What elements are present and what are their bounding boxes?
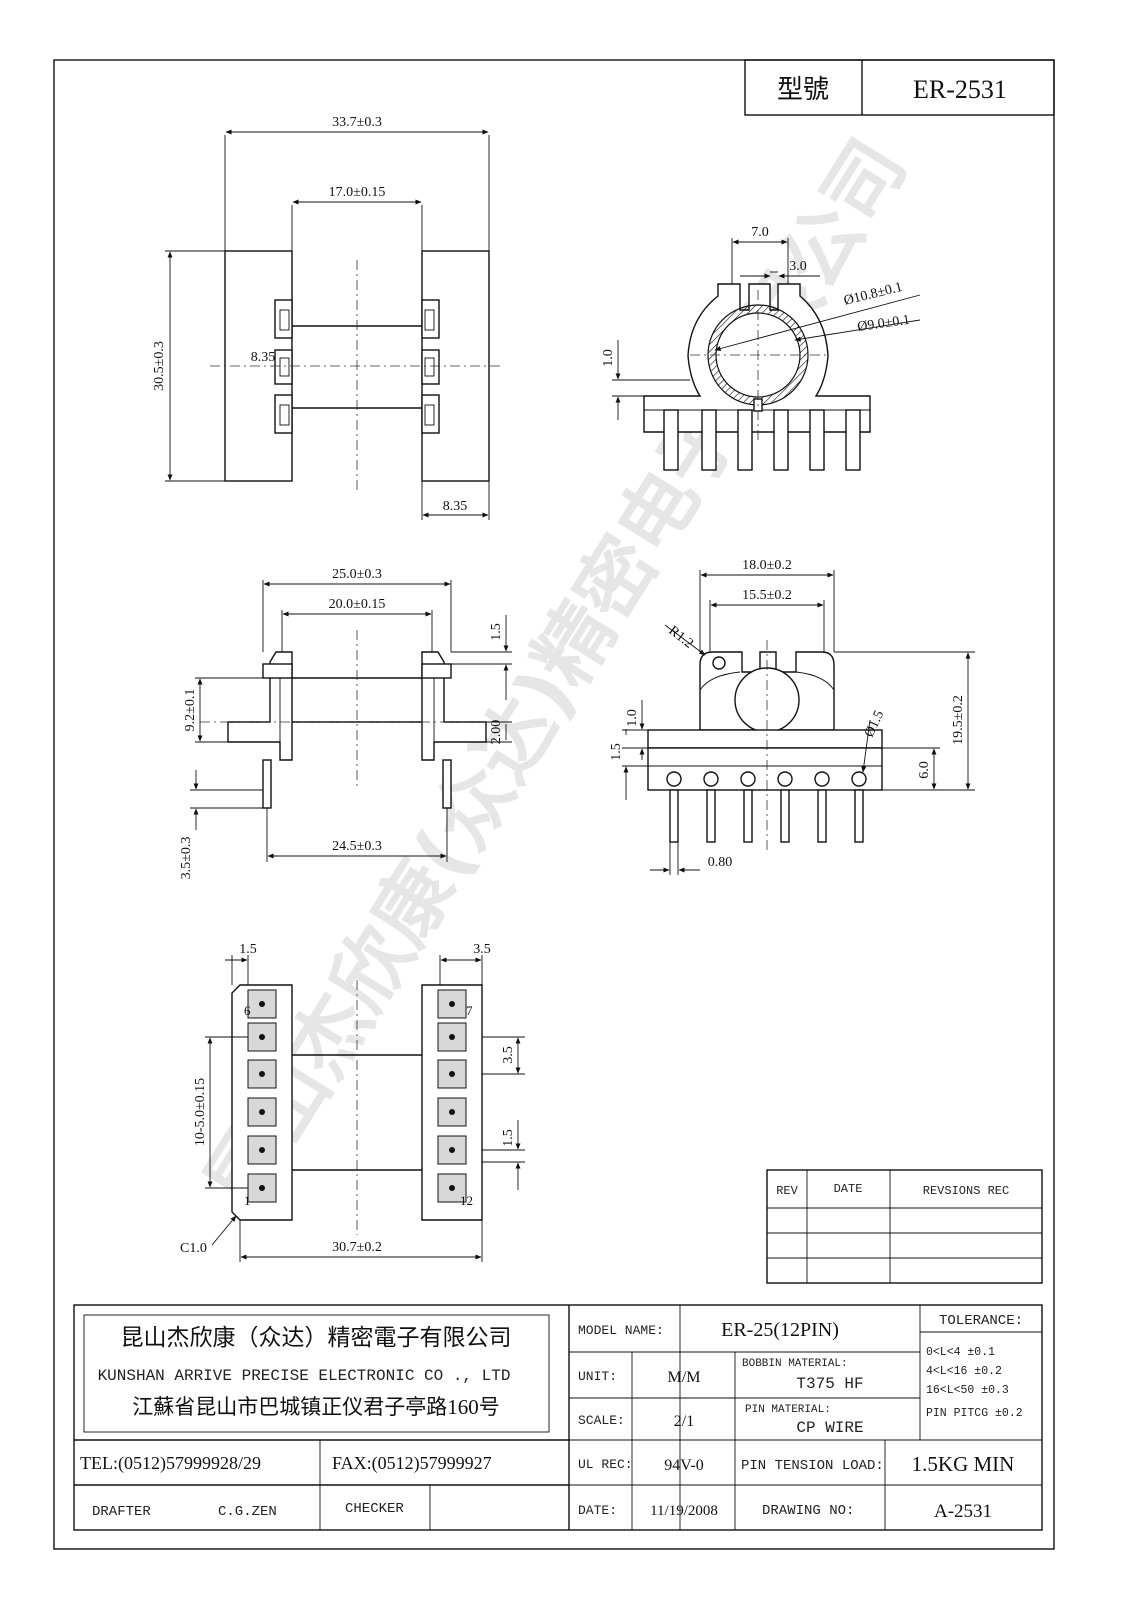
dim-top-width: 33.7±0.3 — [332, 115, 382, 130]
checker-label: CHECKER — [345, 1501, 404, 1517]
bobbin-material-label: BOBBIN MATERIAL: — [742, 1358, 848, 1370]
pin-7-label: 7 — [466, 1003, 473, 1018]
model-label: 型號 — [777, 75, 829, 104]
dim-side-step2: 1.5 — [609, 743, 624, 761]
company-tel: TEL:(0512)57999928/29 — [80, 1453, 261, 1474]
date-header: DATE — [834, 1182, 863, 1196]
unit-label: UNIT: — [578, 1369, 617, 1384]
scale-label: SCALE: — [578, 1413, 625, 1428]
bobbin-material-value: T375 HF — [796, 1375, 863, 1393]
dim-front-pin-len: 3.5±0.3 — [179, 837, 194, 880]
pin-tension-label: PIN TENSION LOAD: — [741, 1458, 884, 1474]
dim-top-left-flange: 8.35 — [251, 350, 276, 365]
ul-rec-value: 94V-0 — [664, 1457, 703, 1474]
dim-front-window: 20.0±0.15 — [329, 597, 386, 612]
front-view: 25.0±0.3 20.0±0.15 1.5 2.00 9.2±0.1 3.5±… — [179, 567, 512, 879]
dim-top-right-flange: 8.35 — [443, 499, 468, 514]
dim-bottom-right: 3.5 — [473, 942, 491, 957]
dim-front-top: 1.5 — [489, 623, 504, 641]
dim-bottom-span: 10-5.0±0.15 — [193, 1078, 208, 1146]
dim-top-height: 30.5±0.3 — [152, 341, 167, 391]
pin-tension-value: 1.5KG MIN — [912, 1452, 1015, 1476]
dim-side-inner: 15.5±0.2 — [742, 588, 792, 603]
drafter-name: C.G.ZEN — [218, 1504, 277, 1520]
pin-material-label: PIN MATERIAL: — [745, 1404, 831, 1416]
company-name-cn: 昆山杰欣康（众达）精密電子有限公司 — [121, 1325, 512, 1350]
dim-end-slot: 7.0 — [751, 225, 769, 240]
tolerance-title: TOLERANCE: — [939, 1313, 1023, 1329]
pin-material-value: CP WIRE — [796, 1419, 863, 1437]
title-block: 昆山杰欣康（众达）精密電子有限公司 KUNSHAN ARRIVE PRECISE… — [73, 1304, 1043, 1531]
dim-side-width: 18.0±0.2 — [742, 558, 792, 573]
dim-side-step1: 1.0 — [625, 709, 640, 727]
drafter-label: DRAFTER — [92, 1504, 151, 1520]
tolerance-row-3: 16<L<50 ±0.3 — [926, 1384, 1009, 1397]
dim-side-pin-thk: 0.80 — [708, 855, 733, 870]
dim-front-height: 9.2±0.1 — [183, 689, 198, 732]
dim-front-mid: 2.00 — [489, 720, 504, 745]
company-fax: FAX:(0512)57999927 — [332, 1453, 492, 1474]
top-view: 33.7±0.3 17.0±0.15 30.5±0.3 8.35 8.35 — [152, 115, 500, 520]
company-name-en: KUNSHAN ARRIVE PRECISE ELECTRONIC CO ., … — [98, 1367, 511, 1385]
drawing-no-label: DRAWING NO: — [762, 1503, 854, 1519]
model-header: 型號 ER-2531 — [744, 59, 1055, 116]
model-value: ER-2531 — [913, 75, 1007, 104]
dim-bottom-gap: 1.5 — [501, 1129, 516, 1147]
revisions-header: REVSIONS REC — [923, 1184, 1009, 1198]
scale-value: 2/1 — [674, 1413, 694, 1430]
unit-value: M/M — [668, 1369, 701, 1386]
dim-top-window: 17.0±0.15 — [329, 185, 386, 200]
tolerance-row-2: 4<L<16 ±0.2 — [926, 1365, 1002, 1378]
revision-table: REV DATE REVSIONS REC — [766, 1169, 1043, 1284]
dim-bottom-chamfer: C1.0 — [180, 1241, 207, 1256]
pin-1-label: 1 — [244, 1193, 251, 1208]
dim-end-slot-small: 3.0 — [789, 259, 807, 274]
pin-6-label: 6 — [244, 1003, 251, 1018]
dim-front-width: 25.0±0.3 — [332, 567, 382, 582]
end-view: 7.0 3.0 Ø10.8±0.1 Ø9.0±0.1 1.0 — [601, 225, 921, 471]
tolerance-row-1: 0<L<4 ±0.1 — [926, 1346, 995, 1359]
rev-header: REV — [776, 1184, 798, 1198]
date-value: 11/19/2008 — [650, 1503, 718, 1519]
pin-12-label: 12 — [460, 1193, 473, 1208]
company-address: 江蘇省昆山市巴城镇正仪君子亭路160号 — [132, 1395, 500, 1419]
tolerance-row-4: PIN PITCG ±0.2 — [926, 1407, 1023, 1420]
dim-side-height: 19.5±0.2 — [951, 695, 966, 745]
dim-bottom-pitch: 3.5 — [501, 1046, 516, 1064]
bottom-view: 6 7 1 12 1.5 3.5 3.5 1.5 10-5.0±0.15 C1.… — [180, 942, 525, 1262]
side-view: 18.0±0.2 15.5±0.2 R1.2 19.5±0.2 6.0 Ø1.5… — [609, 558, 975, 875]
date-label: DATE: — [578, 1503, 617, 1518]
dim-side-radius: R1.2 — [666, 623, 696, 651]
dim-side-pin-dia: Ø1.5 — [862, 708, 887, 739]
dim-end-inner-dia: Ø9.0±0.1 — [856, 313, 910, 335]
drawing-no-value: A-2531 — [934, 1501, 992, 1522]
dim-bottom-left: 1.5 — [239, 942, 257, 957]
model-name-value: ER-25(12PIN) — [721, 1319, 839, 1341]
dim-end-step: 1.0 — [601, 349, 616, 367]
model-name-label: MODEL NAME: — [578, 1323, 664, 1338]
sheet-border — [53, 59, 1055, 1550]
dim-bottom-width: 30.7±0.2 — [332, 1240, 382, 1255]
ul-rec-label: UL REC: — [578, 1457, 633, 1472]
dim-side-base: 6.0 — [917, 761, 932, 779]
dim-front-pin-span: 24.5±0.3 — [332, 839, 382, 854]
